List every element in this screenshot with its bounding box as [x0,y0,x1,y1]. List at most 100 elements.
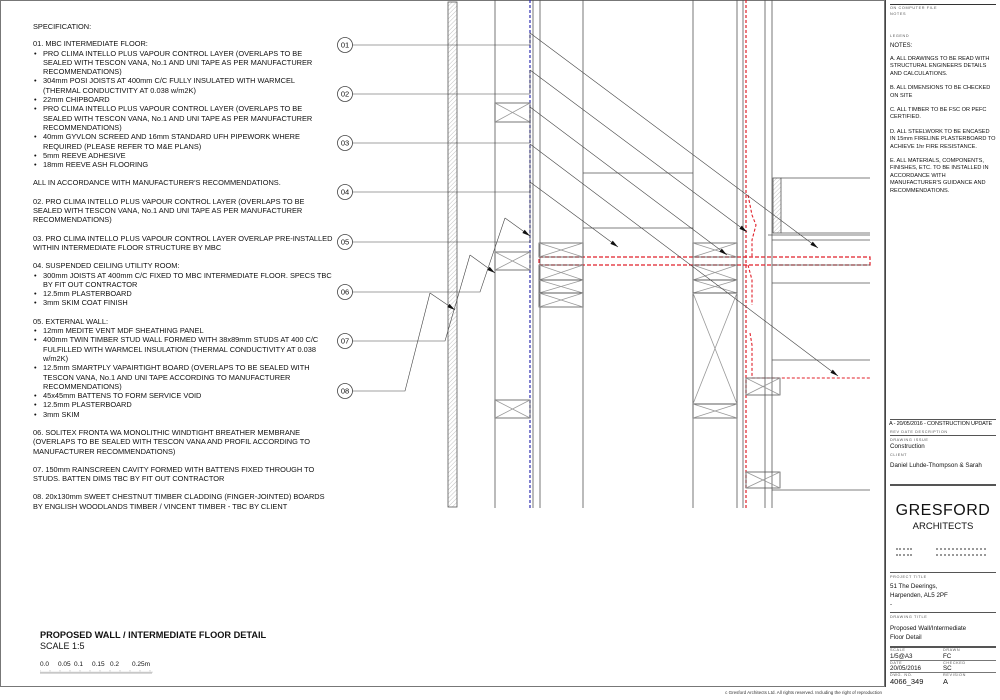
timber-batten [692,242,738,258]
batten-cross [692,403,738,419]
firm-contact-details [890,548,996,560]
file-label: ON COMPUTER FILE [890,6,938,10]
leader-line [352,254,471,342]
notes-label: NOTES [890,12,907,16]
leader-line [352,217,506,293]
scale-tick-label: 0.1 [74,661,84,668]
general-note: C. ALL TIMBER TO BE FSC OR PEFC CERTIFIE… [890,107,987,121]
spec-section-title: 04. SUSPENDED CEILING UTILITY ROOM: [33,261,180,271]
spec-item: 12.5mm SMARTPLY VAPAIRTIGHT BOARD (OVERL… [33,363,333,391]
revision-labels: REV DATE DESCRIPTION [890,430,948,434]
leader-line [529,32,819,249]
title-block: ON COMPUTER FILE NOTES LEGEND NOTES: A. … [885,0,1000,687]
scale-tick-label: 0.05 [58,661,71,668]
spec-section-title: 06. SOLITEX FRONTA WA MONOLITHIC WINDTIG… [33,427,310,456]
timber-batten [494,399,531,419]
leader-arrowhead [830,369,838,376]
cladding-hatch [447,1,458,508]
callout-number: 01 [341,41,349,50]
copyright-notice: c Gresford Architects Ltd. All rights re… [725,690,882,695]
spec-section: 06. SOLITEX FRONTA WA MONOLITHIC WINDTIG… [33,428,333,456]
timber-batten [692,403,738,419]
date-value: 20/05/2016 [890,665,921,672]
timber-batten [538,242,584,258]
dwg-number: 4066_349 [890,676,924,686]
plasterboard-hatch [772,177,782,234]
spec-item: PRO CLIMA INTELLO PLUS VAPOUR CONTROL LA… [33,104,333,132]
drawing-title-value: Proposed Wall/Intermediate Floor Detail [890,625,967,641]
batten-cross [494,399,531,419]
firm-logo-name: GRESFORD [895,502,991,519]
scale-tick-label: 0.0 [40,661,50,668]
leader-arrowhead [719,248,727,255]
drawn-label: DRAWN [943,648,961,652]
spec-section-title: 02. PRO CLIMA INTELLO PLUS VAPOUR CONTRO… [33,196,305,225]
spec-section: 05. EXTERNAL WALL:12mm MEDITE VENT MDF S… [33,316,333,420]
batten-cross [538,264,584,281]
spec-section: 08. 20x130mm SWEET CHESTNUT TIMBER CLADD… [33,492,333,511]
callout-number: 02 [341,90,349,99]
leader-arrowhead [739,225,747,232]
checked-label: CHECKED [943,660,966,665]
scale-tick-label: 0.15 [92,661,105,668]
batten-cross [692,264,738,281]
general-note: D. ALL STEELWORK TO BE ENCASED IN 15mm F… [890,128,996,150]
spec-item: 300mm JOISTS AT 400mm C/C FIXED TO MBC I… [33,271,333,290]
batten-cross [494,251,531,271]
project-line: Harpenden, AL5 2PF [890,592,948,599]
batten-cross [745,471,781,489]
leader-line [529,106,728,256]
spec-item: 12.5mm PLASTERBOARD [33,289,333,299]
drawing-scale: SCALE 1:5 [40,641,85,651]
spec-item: 40mm GYVLON SCREED AND 16mm STANDARD UFH… [33,132,333,151]
callout-number: 05 [341,238,349,247]
spec-section-title: 05. EXTERNAL WALL: [33,316,109,326]
leader-line [352,107,531,144]
timber-batten [745,377,781,396]
specification-notes: SPECIFICATION: 01. MBC INTERMEDIATE FLOOR… [33,22,333,520]
scale-value: 1/5@A3 [890,652,913,660]
leader-line [352,292,431,392]
spec-item: 12.5mm PLASTERBOARD [33,400,333,410]
drawn-value: FC [943,652,952,660]
spec-item: 5mm REEVE ADHESIVE [33,151,333,161]
batten-cross [538,242,584,258]
spec-section-title: 03. PRO CLIMA INTELLO PLUS VAPOUR CONTRO… [33,233,333,252]
spec-section-title: ALL IN ACCORDANCE WITH MANUFACTURER'S RE… [33,178,281,188]
drawing-title: PROPOSED WALL / INTERMEDIATE FLOOR DETAI… [40,630,267,640]
general-note: E. ALL MATERIALS, COMPONENTS, FINISHES, … [890,158,989,194]
scale-label: SCALE [890,648,906,652]
spec-item: 18mm REEVE ASH FLOORING [33,160,333,170]
client-label: CLIENT [890,453,908,457]
callout-number: 06 [341,288,349,297]
drawing-issue: Construction [890,443,925,450]
checked-value: SC [943,665,952,672]
notes-heading: NOTES: [890,43,913,49]
general-notes: A. ALL DRAWINGS TO BE READ WITH STRUCTUR… [890,56,996,202]
scale-tick-label: 0.2 [110,661,120,668]
spec-item: 45x45mm BATTENS TO FORM SERVICE VOID [33,391,333,401]
spec-section: 02. PRO CLIMA INTELLO PLUS VAPOUR CONTRO… [33,197,333,225]
revision-value: A [943,676,949,686]
client-name: Daniel Luhde-Thompson & Sarah [890,462,982,469]
spec-heading: SPECIFICATION: [33,22,92,31]
batten-cross [538,292,584,308]
batten-cross [745,377,781,396]
callout-number: 04 [341,188,349,197]
revision-label: REVISION [943,673,966,677]
dwg-label: DWG. NO. [890,673,913,677]
spec-item: 400mm TWIN TIMBER STUD WALL FORMED WITH … [33,335,333,363]
spec-section: 01. MBC INTERMEDIATE FLOOR:PRO CLIMA INT… [33,39,333,169]
spec-item: PRO CLIMA INTELLO PLUS VAPOUR CONTROL LA… [33,49,333,77]
project-line: - [890,601,893,608]
spec-item: 22mm CHIPBOARD [33,95,333,105]
leader-arrowhead [810,241,818,248]
issue-label: DRAWING ISSUE [890,438,929,442]
revision-entry: A - 20/05/2016 - CONSTRUCTION UPDATE [889,421,993,427]
leader-line [352,144,531,193]
spec-item-list: 12mm MEDITE VENT MDF SHEATHING PANEL400m… [33,326,333,419]
